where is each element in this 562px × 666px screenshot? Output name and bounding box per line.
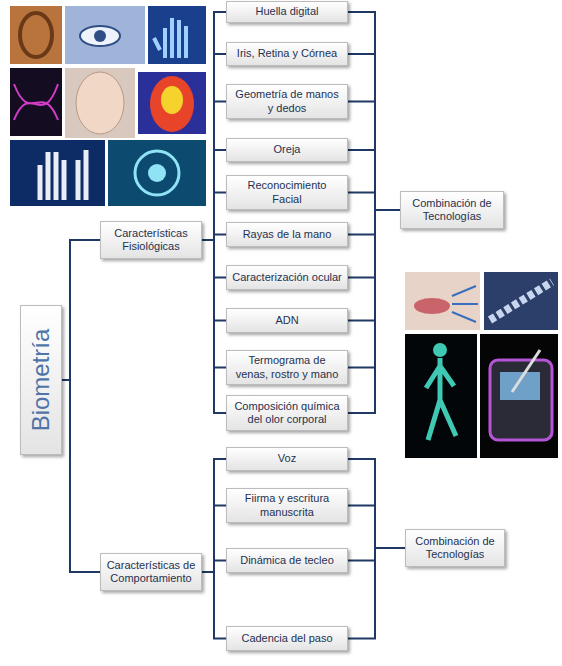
connector-line <box>202 102 226 241</box>
connector-line <box>202 12 226 240</box>
signature-pad <box>490 360 552 440</box>
item-box: Fiirma y escritura manuscrita <box>226 488 348 523</box>
connector-line <box>202 54 226 240</box>
node-label: Rayas de la mano <box>243 228 332 241</box>
voice-photo <box>405 272 480 330</box>
connector-line <box>202 561 226 573</box>
hand-scan-photo <box>148 6 206 64</box>
stylus <box>512 350 540 392</box>
hands-photo <box>10 140 105 206</box>
node-label: Combinación de Tecnologías <box>406 197 498 223</box>
connector-line <box>348 150 400 210</box>
connector-line <box>202 506 226 573</box>
item-box: Caracterización ocular <box>226 265 348 290</box>
dna-photo <box>10 68 62 136</box>
item-box: Voz <box>226 447 348 471</box>
item-box: Dinámica de tecleo <box>226 548 348 573</box>
behaviour-collage <box>405 272 558 458</box>
ear-shape <box>20 13 52 57</box>
item-box: Cadencia del paso <box>226 626 348 651</box>
item-box: Termograma de venas, rostro y mano <box>226 350 348 385</box>
root-box: Biometría <box>20 305 62 455</box>
connector-line <box>348 54 400 210</box>
keys-shape <box>490 282 552 320</box>
face-photo <box>65 68 135 138</box>
connector-line <box>348 193 400 211</box>
connector-line <box>202 193 226 241</box>
connector-line <box>348 548 405 561</box>
item-box: ADN <box>226 308 348 333</box>
node-label: Geometría de manos y dedos <box>232 88 342 114</box>
connector-line <box>202 240 226 413</box>
item-box: Composición química del olor corporal <box>226 395 348 431</box>
combination-box: Combinación de Tecnologías <box>400 191 504 229</box>
node-label: Cadencia del paso <box>241 632 332 645</box>
node-label: Huella digital <box>256 5 319 18</box>
node-label: Combinación de Tecnologías <box>411 535 499 561</box>
eye-shape <box>80 26 120 46</box>
keyboard-photo <box>484 272 558 330</box>
connector-line <box>348 548 405 639</box>
physiology-collage <box>10 6 206 206</box>
connector-line <box>348 210 400 413</box>
thermogram-photo <box>138 72 206 134</box>
dna-helix <box>14 84 58 120</box>
node-label: Características Fisiológicas <box>106 227 196 253</box>
node-label: Iris, Retina y Córnea <box>237 47 337 60</box>
sound-waves <box>452 286 478 322</box>
connector-line <box>202 459 226 572</box>
walker-body <box>426 358 456 440</box>
thermogram-core <box>161 86 183 114</box>
iris-shape <box>94 30 106 42</box>
signature-photo <box>480 334 558 458</box>
item-box: Geometría de manos y dedos <box>226 84 348 119</box>
gait-photo <box>405 334 477 458</box>
node-label: Composición química del olor corporal <box>232 400 342 426</box>
item-box: Rayas de la mano <box>226 222 348 247</box>
node-label: Caracterización ocular <box>232 271 341 284</box>
category-box: Características de Comportamiento <box>100 553 202 591</box>
face-shape <box>76 72 124 134</box>
hand-scan-shape <box>154 18 186 58</box>
node-label: Fiirma y escritura manuscrita <box>232 492 342 518</box>
node-label: Oreja <box>274 143 301 156</box>
hands-shape <box>40 150 86 200</box>
node-label: Termograma de venas, rostro y mano <box>232 354 342 380</box>
item-box: Reconocimiento Facial <box>226 175 348 210</box>
node-label: Biometría <box>27 329 56 432</box>
connector-line <box>348 12 400 210</box>
iris-scan-photo <box>108 140 206 206</box>
category-box: Características Fisiológicas <box>100 221 202 259</box>
node-label: Dinámica de tecleo <box>240 554 334 567</box>
connector-line <box>348 459 405 548</box>
eye-photo <box>65 6 145 64</box>
node-label: Características de Comportamiento <box>106 559 196 585</box>
combination-box: Combinación de Tecnologías <box>405 529 505 567</box>
connector-line <box>62 380 100 572</box>
node-label: Reconocimiento Facial <box>232 179 342 205</box>
connector-line <box>202 150 226 240</box>
thermogram-face <box>150 76 194 132</box>
connector-line <box>62 240 100 380</box>
item-box: Oreja <box>226 138 348 162</box>
item-box: Huella digital <box>226 1 348 23</box>
ear-photo <box>10 6 62 64</box>
lips-shape <box>414 298 450 314</box>
iris-scan-pupil <box>148 164 166 182</box>
node-label: Voz <box>278 452 296 465</box>
pad-screen <box>500 372 540 400</box>
node-label: ADN <box>275 314 298 327</box>
walker-head <box>433 343 447 357</box>
connector-line <box>348 506 405 549</box>
iris-scan-ring <box>135 151 179 195</box>
connector-line <box>348 102 400 211</box>
item-box: Iris, Retina y Córnea <box>226 42 348 66</box>
connector-line <box>202 572 226 639</box>
